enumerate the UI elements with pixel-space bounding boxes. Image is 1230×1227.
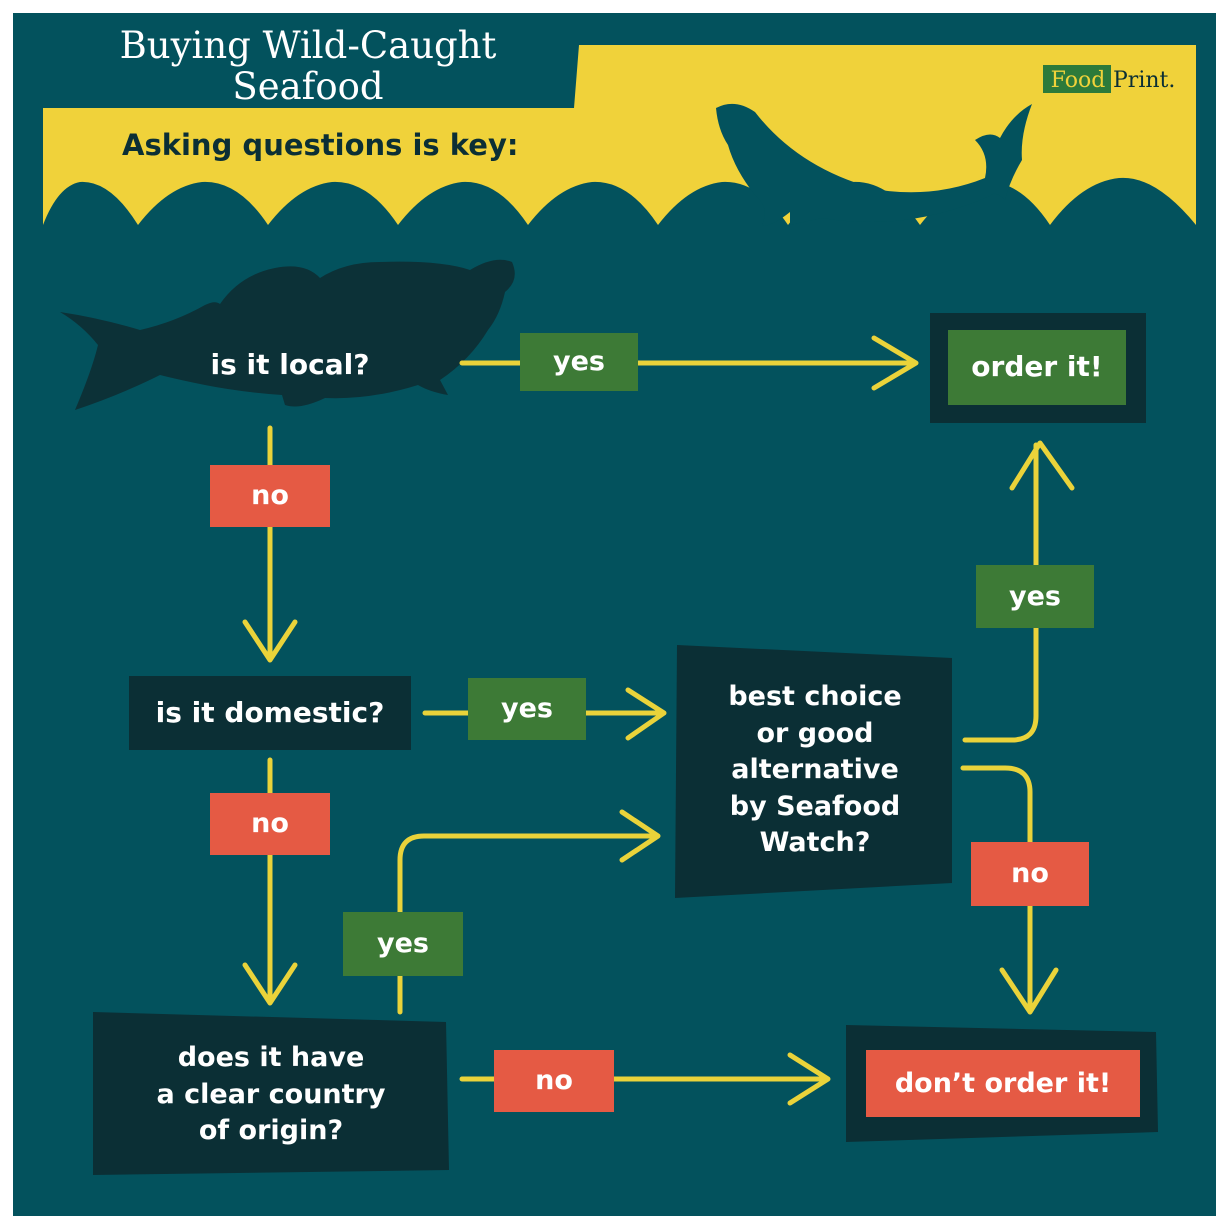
logo-badge [1043,65,1111,93]
logo-dot: . [1168,67,1176,93]
edge-box-local-no [210,465,330,527]
arrowhead-domestic [242,619,298,663]
logo-word-print: Print [1113,67,1169,93]
logo-word-food: Food [1050,67,1106,93]
edge-box-watch-no [971,842,1089,906]
fish-silhouette-local [60,259,515,410]
origin-box-panel [93,1012,449,1175]
dont-order-box-inner [866,1050,1140,1117]
foodprint-logo: Food Print . [1045,64,1185,96]
node-seafood-watch: best choice or good alternative by Seafo… [728,681,902,859]
label-local-yes: yes [553,346,605,378]
node-country-of-origin: does it have a clear country of origin? [156,1042,386,1147]
node-is-it-local: is it local? [210,347,370,381]
edge-box-watch-yes [976,565,1094,628]
label-local-no: no [251,480,289,512]
arrowhead-dont-order-left [787,1052,831,1106]
edge-box-origin-yes [343,912,463,976]
arrow-origin-yes [397,833,658,1015]
label-origin-yes: yes [377,928,429,960]
node-is-it-domestic: is it domestic? [155,695,385,729]
arrowhead-order [871,335,919,391]
page-subtitle: Asking questions is key: [122,128,519,163]
node-dont-order-it: don’t order it! [894,1067,1112,1099]
edge-box-domestic-yes [468,678,586,740]
arrowhead-seafood-watch-top [625,687,667,741]
arrowhead-dont-order-down [999,967,1059,1015]
arrowhead-order-up [1009,440,1075,491]
arrow-watch-yes [962,442,1039,743]
label-domestic-yes: yes [501,693,553,725]
arrow-watch-no [960,765,1033,1013]
label-origin-no: no [535,1065,573,1097]
edge-box-domestic-no [210,793,330,855]
order-box-inner [948,330,1126,405]
label-watch-no: no [1011,858,1049,890]
label-watch-yes: yes [1009,580,1061,612]
edge-box-local-yes [520,333,638,391]
node-order-it: order it! [971,350,1103,384]
arrowhead-origin [242,962,298,1006]
page-title: Buying Wild-Caught Seafood [119,24,497,108]
header-banner [43,45,1196,225]
arrowhead-seafood-watch-bottom [619,809,661,863]
domestic-box-panel [129,676,411,750]
fish-silhouette-banner [716,103,1032,226]
seafood-watch-box-panel [675,645,952,898]
label-domestic-no: no [251,808,289,840]
edge-box-origin-no [494,1050,614,1112]
